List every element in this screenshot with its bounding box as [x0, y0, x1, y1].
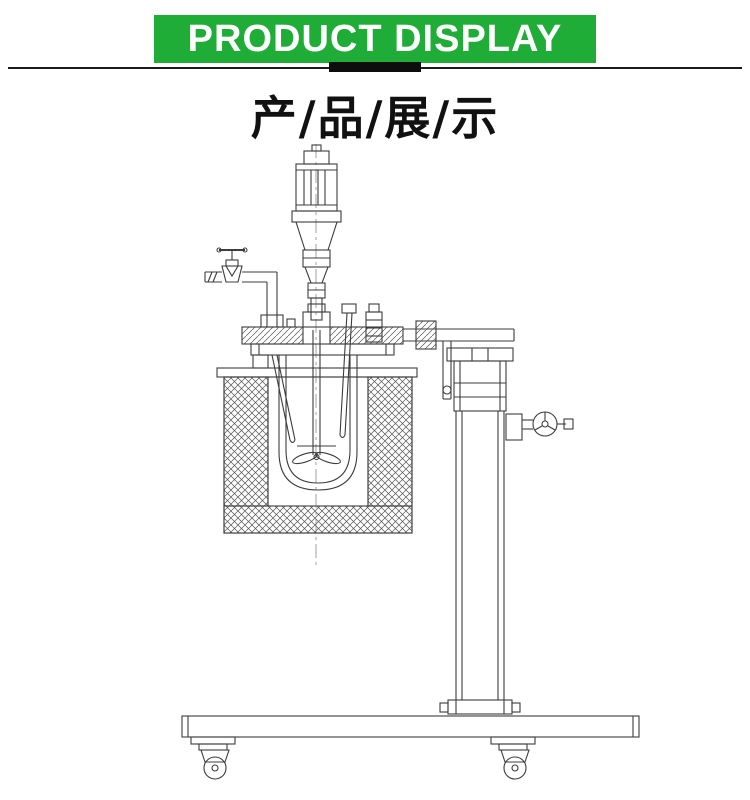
- caster-left: [190, 736, 236, 780]
- heating-jacket: [216, 367, 418, 534]
- feed-valve: [204, 247, 284, 328]
- stirrer-shaft: [292, 330, 341, 465]
- glass-vessel: [278, 355, 358, 491]
- banner-title: PRODUCT DISPLAY: [187, 17, 563, 60]
- base-plate: [181, 715, 640, 738]
- caster-right: [490, 736, 536, 780]
- thermowell: [271, 303, 357, 444]
- lifting-column: [439, 411, 521, 715]
- divider-center-block: [329, 62, 421, 72]
- reactor-technical-drawing: [0, 140, 750, 800]
- clamp-handwheel: [446, 347, 574, 441]
- subtitle-chinese: 产/品/展/示: [250, 91, 500, 145]
- stirrer-motor: [291, 144, 342, 321]
- banner: PRODUCT DISPLAY: [154, 15, 596, 63]
- support-arm: [403, 320, 515, 400]
- reactor-lid-flange: [241, 303, 404, 369]
